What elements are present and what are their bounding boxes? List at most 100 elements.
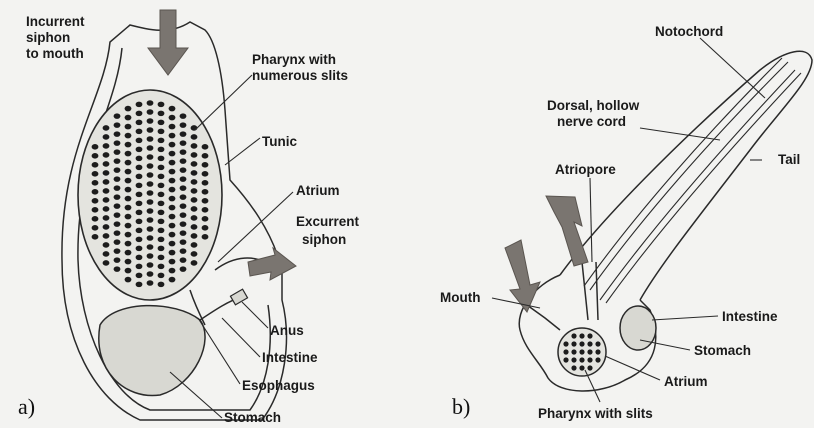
slit-dot [147, 127, 154, 133]
slit-dot [158, 282, 165, 288]
slit-dot [147, 181, 154, 187]
slit-dot [125, 232, 132, 238]
slit-dot [136, 111, 143, 117]
slit-dot [191, 197, 198, 203]
slit-dot [180, 221, 187, 227]
slit-dot [103, 206, 110, 212]
slit-dot [202, 171, 209, 177]
slit-dot [114, 194, 121, 200]
slit-dot [136, 138, 143, 144]
slit-dot [180, 149, 187, 155]
slit-dot [595, 357, 600, 362]
slit-dot [136, 246, 143, 252]
slit-dot [587, 333, 592, 338]
slit-dot [136, 183, 143, 189]
slit-dot [202, 225, 209, 231]
slit-dot [114, 239, 121, 245]
slit-dot [202, 180, 209, 186]
slit-dot [571, 349, 576, 354]
slit-dot [114, 158, 121, 164]
slit-dot [191, 161, 198, 167]
slit-dot [202, 234, 209, 240]
slit-dot [103, 242, 110, 248]
label-mouth: Mouth [440, 290, 480, 305]
slit-dot [114, 185, 121, 191]
slit-dot [114, 257, 121, 263]
slit-dot [563, 357, 568, 362]
slit-dot [125, 115, 132, 121]
slit-dot [579, 333, 584, 338]
slit-dot [169, 259, 176, 265]
slit-dot [579, 365, 584, 370]
slit-dot [125, 151, 132, 157]
slit-dot [114, 230, 121, 236]
slit-dot [587, 357, 592, 362]
slit-dot [147, 100, 154, 106]
slit-dot [158, 138, 165, 144]
slit-dot [147, 172, 154, 178]
slit-dot [169, 223, 176, 229]
slit-dot [125, 178, 132, 184]
slit-dot [136, 102, 143, 108]
slit-dot [125, 196, 132, 202]
slit-dot [158, 102, 165, 108]
label-stomach-b: Stomach [694, 343, 751, 358]
atriopore-arrow [546, 196, 588, 266]
label-incurrent-3: to mouth [26, 46, 84, 61]
slit-dot [103, 188, 110, 194]
panel-letter-b: b) [452, 394, 470, 419]
leader-intestine [222, 318, 260, 357]
slit-dot [202, 153, 209, 159]
slit-dot [202, 216, 209, 222]
label-esophagus: Esophagus [242, 378, 315, 393]
label-incurrent-2: siphon [26, 30, 70, 45]
slit-dot [169, 151, 176, 157]
leader-esophagus [198, 318, 240, 384]
label-notochord: Notochord [655, 24, 723, 39]
slit-dot [103, 224, 110, 230]
slit-dot [125, 205, 132, 211]
slit-dot [125, 223, 132, 229]
slit-dot [169, 160, 176, 166]
slit-dot [114, 113, 121, 119]
slit-dot [169, 250, 176, 256]
slit-dot [147, 280, 154, 286]
larva-stomach [620, 306, 656, 350]
slit-dot [158, 264, 165, 270]
slit-dot [595, 341, 600, 346]
slit-dot [202, 144, 209, 150]
slit-dot [125, 169, 132, 175]
slit-dot [180, 122, 187, 128]
slit-dot [147, 154, 154, 160]
slit-dot [125, 187, 132, 193]
slit-dot [180, 239, 187, 245]
slit-dot [92, 216, 99, 222]
slit-dot [136, 129, 143, 135]
leader-atriopore [590, 178, 592, 262]
leader-dorsal [640, 128, 720, 140]
slit-dot [571, 365, 576, 370]
slit-dot [147, 109, 154, 115]
slit-dot [125, 268, 132, 274]
slit-dot [103, 197, 110, 203]
slit-dot [180, 185, 187, 191]
slit-dot [587, 349, 592, 354]
slit-dot [169, 232, 176, 238]
slit-dot [136, 165, 143, 171]
leader-intestine-b [652, 316, 718, 320]
slit-dot [191, 260, 198, 266]
label-intestine-a: Intestine [262, 350, 318, 365]
slit-dot [92, 207, 99, 213]
slit-dot [169, 142, 176, 148]
leader-pharynx [195, 75, 252, 130]
slit-dot [169, 196, 176, 202]
slit-dot [180, 266, 187, 272]
slit-dot [169, 169, 176, 175]
slit-dot [191, 134, 198, 140]
slit-dot [103, 170, 110, 176]
slit-dot [180, 176, 187, 182]
slit-dot [158, 183, 165, 189]
slit-dot [125, 124, 132, 130]
slit-dot [563, 349, 568, 354]
slit-dot [114, 140, 121, 146]
